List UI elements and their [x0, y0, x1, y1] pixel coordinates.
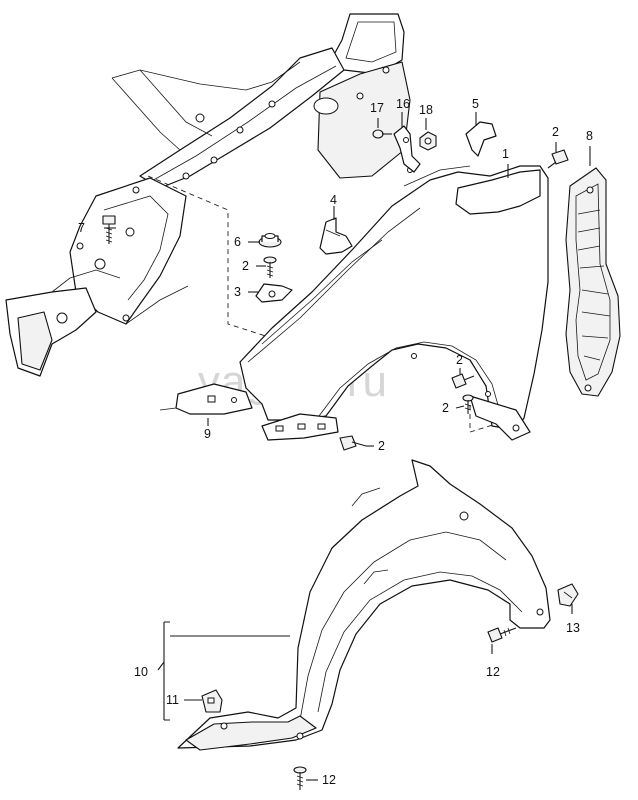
fender-bracket-lower — [159, 383, 253, 415]
clip-13 — [557, 583, 579, 607]
callout-18: 18 — [419, 103, 433, 117]
fender — [239, 165, 549, 431]
callout-17: 17 — [370, 101, 384, 115]
callout-12: 12 — [322, 773, 336, 787]
nut-icon — [419, 131, 437, 151]
callout-2: 2 — [378, 439, 385, 453]
clip-11 — [201, 689, 223, 713]
callout-3: 3 — [234, 285, 241, 299]
bracket-16 — [393, 125, 421, 173]
callout-2: 2 — [456, 353, 463, 367]
wheel-housing-liner — [177, 459, 551, 751]
callout-12: 12 — [486, 665, 500, 679]
nut-icon — [258, 233, 282, 248]
screw-icon — [339, 435, 367, 451]
screw-icon — [451, 373, 475, 389]
callout-9: 9 — [204, 427, 211, 441]
clip-bracket — [255, 283, 293, 303]
bracket-mount — [319, 217, 353, 255]
callout-7: 7 — [78, 221, 85, 235]
arch-bracket — [469, 395, 531, 441]
callout-5: 5 — [472, 97, 479, 111]
callout-1: 1 — [502, 147, 509, 161]
callout-4: 4 — [330, 193, 337, 207]
bolt-icon — [102, 215, 116, 244]
callout-labels: 1 2 8 5 17 16 18 7 6 2 3 4 2 2 9 2 10 11… — [78, 97, 593, 787]
fender-support — [565, 167, 621, 397]
callout-2: 2 — [242, 259, 249, 273]
callout-13: 13 — [566, 621, 580, 635]
clip-5 — [465, 121, 497, 157]
fender-lower-flange — [261, 413, 339, 441]
body-structure — [5, 13, 411, 377]
callout-11: 11 — [166, 693, 179, 707]
screw-icon — [293, 766, 307, 790]
screw-icon — [263, 256, 277, 278]
callout-16: 16 — [396, 97, 410, 111]
callout-10: 10 — [134, 665, 148, 679]
screw-icon — [487, 627, 517, 643]
callout-8: 8 — [586, 129, 593, 143]
callout-2: 2 — [442, 401, 449, 415]
screw-icon — [547, 149, 569, 169]
bolt-icon — [372, 129, 392, 139]
callout-2: 2 — [552, 125, 559, 139]
screw-icon — [462, 394, 474, 414]
leader-lines — [104, 112, 591, 781]
callout-6: 6 — [234, 235, 241, 249]
